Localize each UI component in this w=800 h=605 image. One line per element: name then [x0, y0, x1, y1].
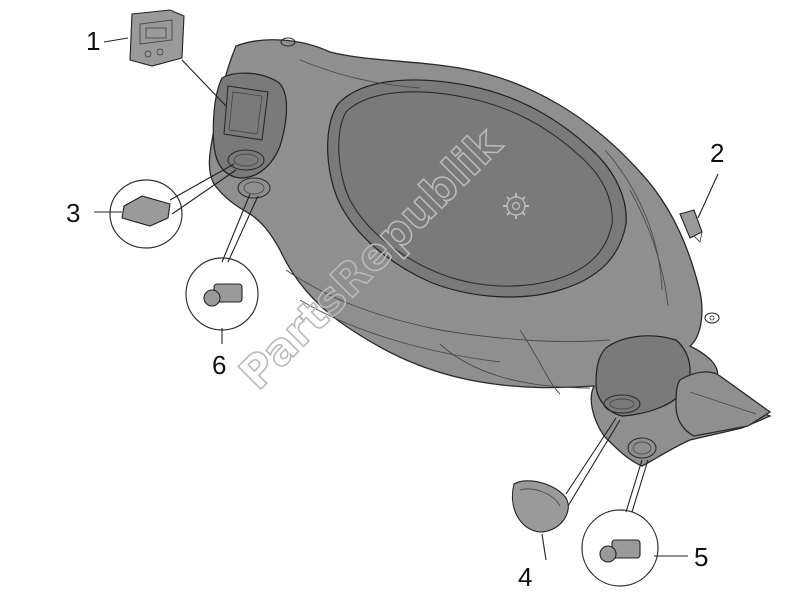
leader-line-5c	[631, 459, 649, 513]
part-4-blanking-plug	[512, 417, 621, 561]
leader-line-6b	[221, 193, 251, 263]
leader-line-1	[181, 59, 227, 107]
mounting-tab-right-hole	[709, 315, 715, 321]
instrument-opening	[327, 79, 627, 298]
push-button-cap	[203, 289, 221, 307]
socket-upper-left-inner	[233, 153, 259, 167]
part-1-display-module	[129, 9, 227, 107]
leader-line-4c	[567, 419, 621, 507]
contour-line	[299, 299, 501, 363]
socket-upper-left	[227, 149, 265, 171]
callout-5: 5	[694, 542, 708, 572]
leader-line-4a	[541, 533, 547, 561]
leader-line-5b	[625, 459, 643, 513]
part-5-push-button	[581, 459, 688, 587]
display-housing-inner	[228, 91, 263, 135]
blanking-plug-body	[512, 480, 569, 533]
contour-line	[299, 59, 421, 89]
handlebar-cover	[208, 37, 772, 467]
callout-6: 6	[212, 350, 226, 380]
socket-lower-left-inner	[243, 181, 265, 195]
part-3-rocker-switch	[94, 163, 237, 249]
leader-line-4b	[565, 417, 617, 495]
part-6-push-button	[185, 193, 259, 344]
display-button-right	[156, 48, 164, 56]
display-module-face	[139, 19, 173, 45]
display-housing	[223, 85, 269, 141]
right-switch-pod	[595, 335, 691, 417]
socket-right-lower-inner	[632, 441, 652, 455]
contour-line	[439, 343, 591, 389]
socket-right-upper-inner	[609, 398, 635, 410]
right-lever-bracket	[675, 371, 772, 437]
callout-2: 2	[710, 138, 724, 168]
contour-line	[629, 189, 669, 307]
display-button-left	[144, 50, 152, 58]
right-lever-bracket-edge	[689, 391, 757, 415]
mounting-tab-top	[280, 37, 296, 47]
sensor-tip	[693, 231, 703, 243]
blanking-plug-edge	[519, 488, 561, 507]
callout-3: 3	[66, 198, 80, 228]
contour-line	[285, 269, 611, 342]
mounting-tab-right	[704, 312, 720, 324]
socket-right-upper	[603, 394, 641, 414]
part-2-sensor	[679, 173, 719, 243]
instrument-opening-rim	[338, 91, 613, 287]
sensor-body	[679, 209, 703, 239]
push-button-right-cap	[599, 545, 617, 563]
leader-line-2	[697, 173, 719, 219]
callout-1-tick	[103, 37, 129, 43]
contour-line	[519, 329, 561, 395]
rocker-switch-body	[121, 195, 171, 227]
leader-line-3c	[171, 169, 237, 215]
contour-line	[604, 149, 663, 291]
gear-icon	[503, 193, 529, 219]
callout-4: 4	[518, 562, 532, 592]
leader-line-6c	[227, 195, 259, 263]
leader-line-3b	[169, 163, 235, 201]
display-screen	[145, 27, 167, 39]
socket-right-lower	[627, 437, 657, 459]
callout-1: 1	[86, 26, 100, 56]
left-switch-pod	[212, 72, 288, 179]
socket-lower-left	[237, 177, 271, 199]
